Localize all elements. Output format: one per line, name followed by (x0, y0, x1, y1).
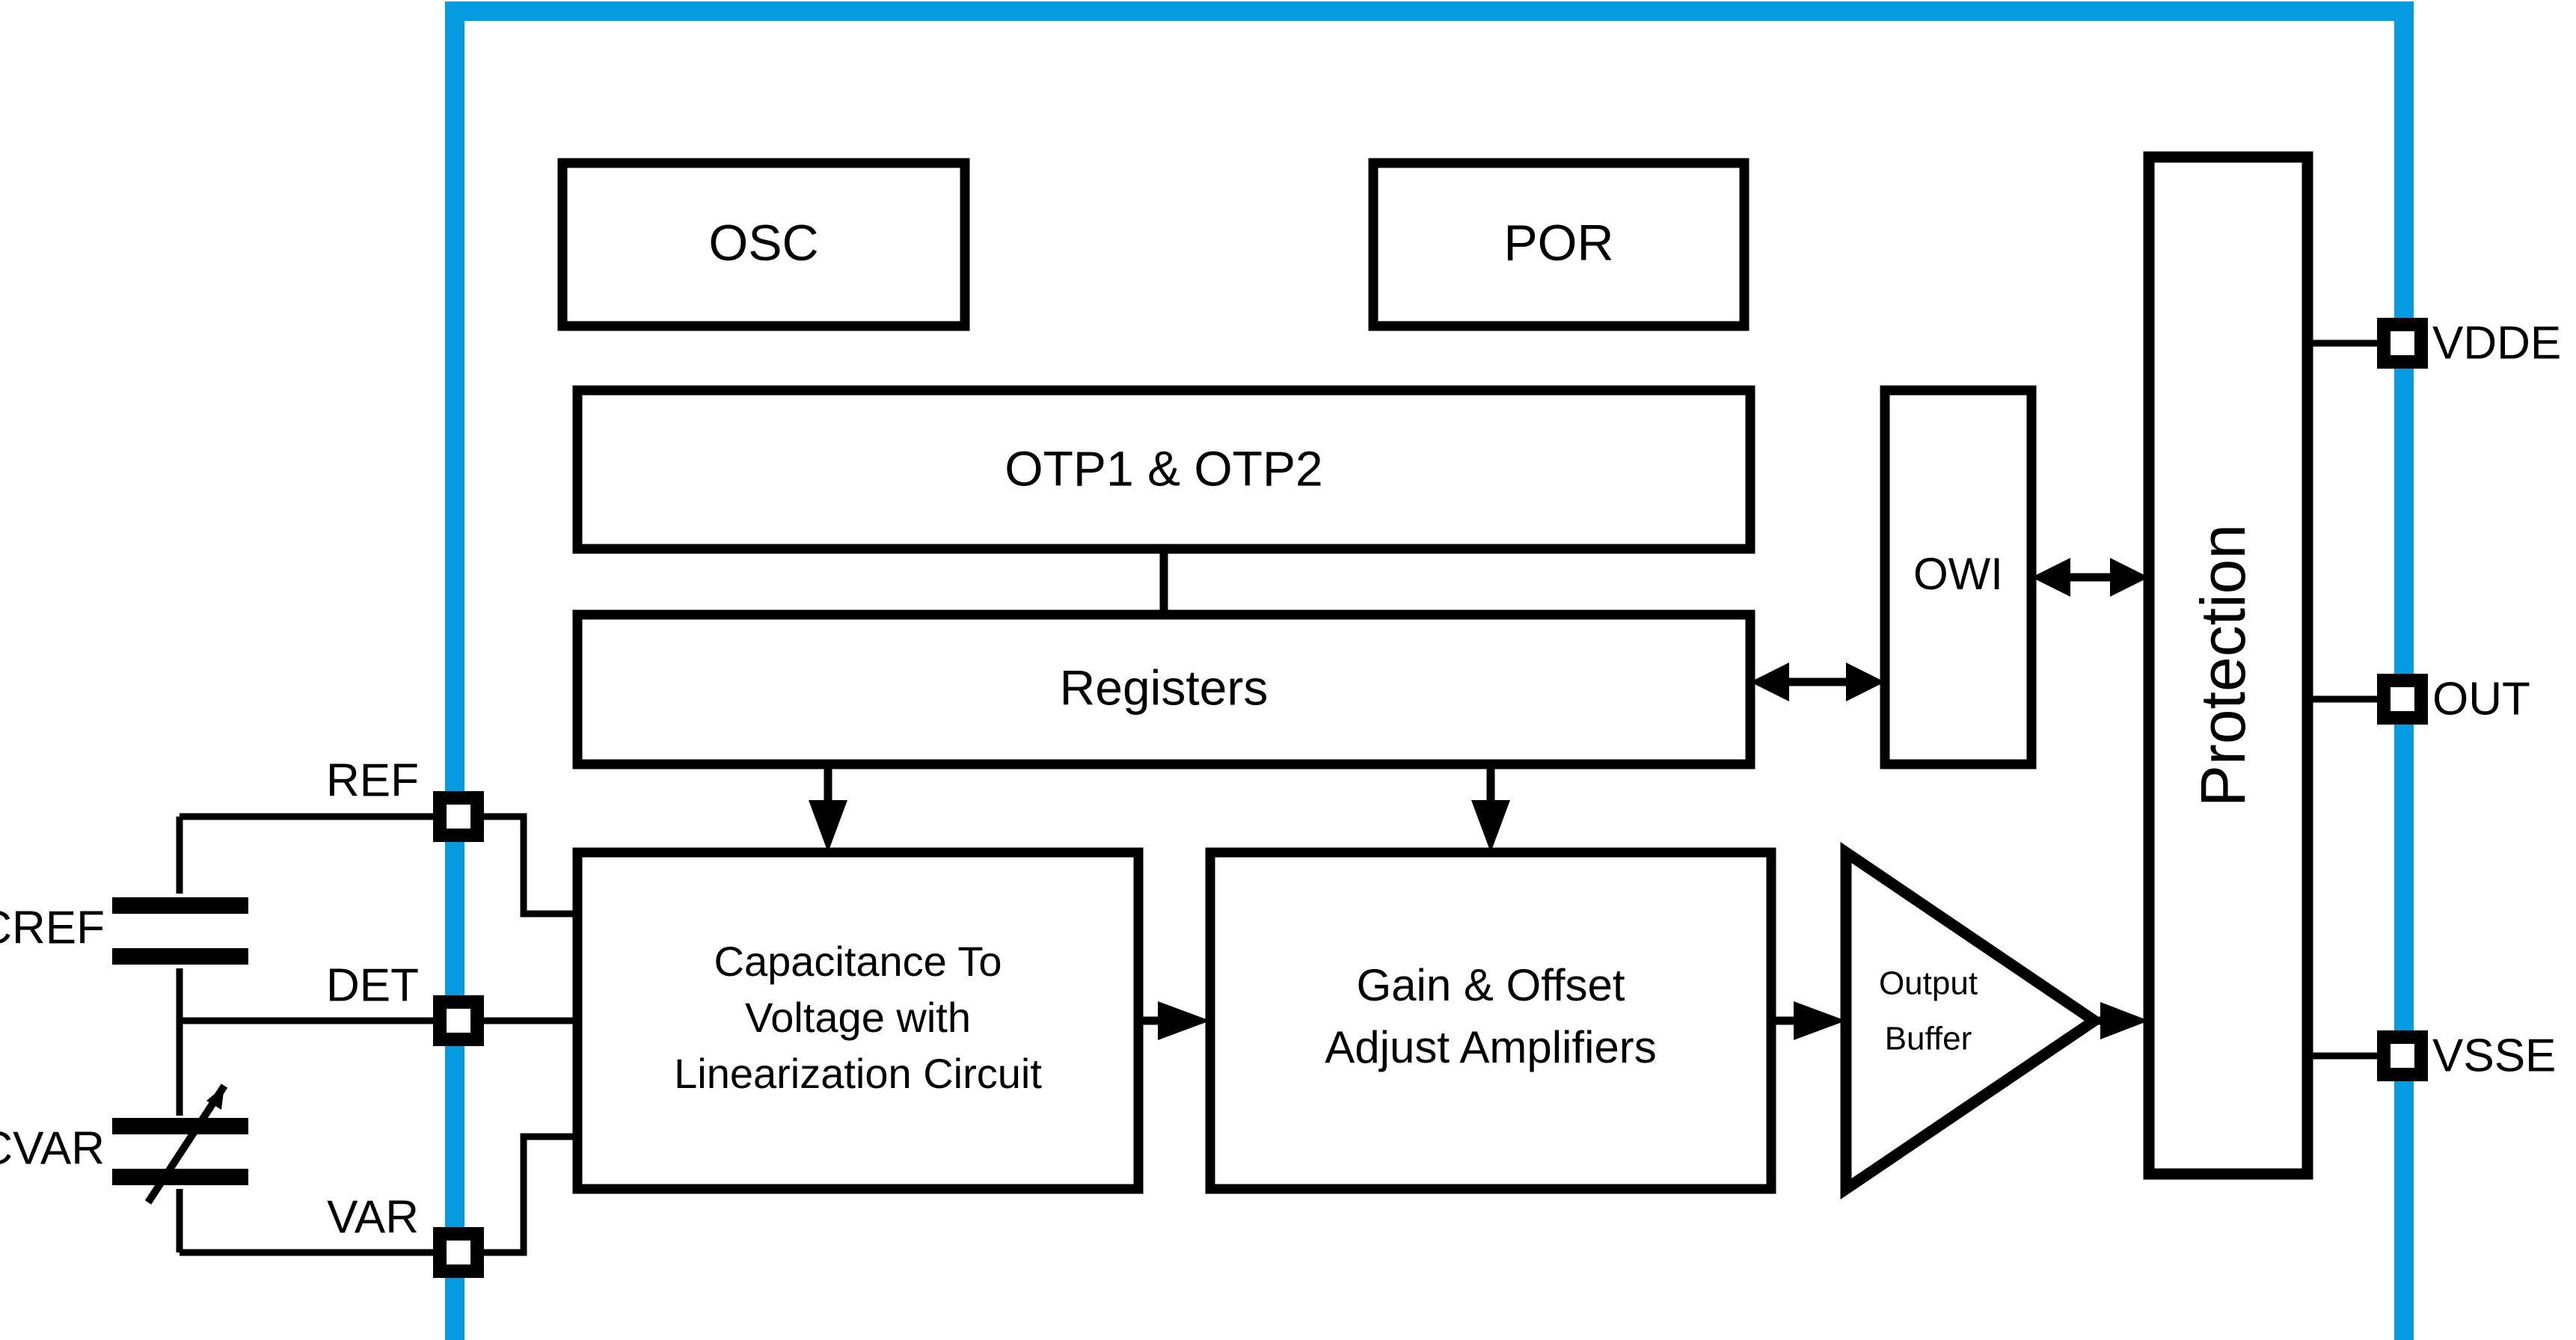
block-protection-label: Protection (2188, 524, 2258, 807)
output-buffer-amplifier[interactable] (1840, 841, 2105, 1200)
pin-label-det: DET (326, 959, 419, 1011)
pin-pad-det[interactable] (433, 995, 484, 1046)
pin-label-var: VAR (327, 1191, 419, 1243)
pin-pad-vsse[interactable] (2377, 1030, 2428, 1081)
arrow-buffer-to-protection (2094, 1002, 2149, 1039)
pin-label-vdde: VDDE (2432, 317, 2561, 369)
block-c2v-label-line2: Voltage with (745, 994, 971, 1041)
pin-label-out: OUT (2432, 673, 2530, 725)
block-owi[interactable] (1880, 385, 2037, 769)
cvar-capacitor-symbol (112, 1084, 248, 1205)
wire-ref-to-c2v (484, 813, 577, 918)
arrow-registers-owi (1750, 663, 1885, 701)
arrow-owi-protection (2031, 558, 2149, 597)
block-registers-label: Registers (1060, 660, 1269, 715)
block-gain-label-line2: Adjust Amplifiers (1325, 1022, 1657, 1072)
output-buffer-label-line2: Buffer (1885, 1021, 1972, 1057)
wire-var-to-c2v (484, 1133, 577, 1256)
block-owi-label: OWI (1913, 549, 2003, 599)
block-c2v-label-line3: Linearization Circuit (674, 1050, 1042, 1097)
pin-pad-var[interactable] (433, 1227, 484, 1278)
block-osc-label: OSC (708, 215, 818, 271)
block-c2v-label: Capacitance To (714, 938, 1002, 985)
pin-pad-ref[interactable] (433, 791, 484, 842)
pin-label-ref: REF (326, 754, 419, 806)
block-gain-offset-amplifiers[interactable] (1205, 847, 1776, 1194)
cref-label: CREF (0, 902, 105, 953)
block-osc[interactable] (557, 158, 970, 331)
arrow-gain-to-output-buffer (1771, 1001, 1846, 1040)
block-por-label: POR (1503, 215, 1613, 271)
block-protection[interactable] (2143, 151, 2313, 1180)
pin-label-vsse: VSSE (2432, 1030, 2556, 1081)
block-gain-label: Gain & Offset (1356, 960, 1625, 1010)
arrow-registers-to-c2v (809, 764, 847, 852)
output-buffer-label-line1: Output (1879, 965, 1978, 1002)
arrow-c2v-to-gain (1138, 1001, 1210, 1040)
external-network: CREF CVAR (0, 813, 441, 1256)
block-otp-label: OTP1 & OTP2 (1005, 440, 1322, 496)
cvar-label: CVAR (0, 1122, 105, 1174)
block-registers[interactable] (572, 609, 1755, 769)
pin-pad-out[interactable] (2377, 674, 2428, 725)
cref-capacitor-symbol (112, 897, 248, 965)
arrow-registers-to-gain (1471, 764, 1510, 852)
block-por[interactable] (1368, 158, 1749, 331)
block-otp[interactable] (572, 385, 1755, 554)
block-capacitance-to-voltage[interactable] (572, 847, 1144, 1194)
pin-pad-vdde[interactable] (2377, 318, 2428, 369)
